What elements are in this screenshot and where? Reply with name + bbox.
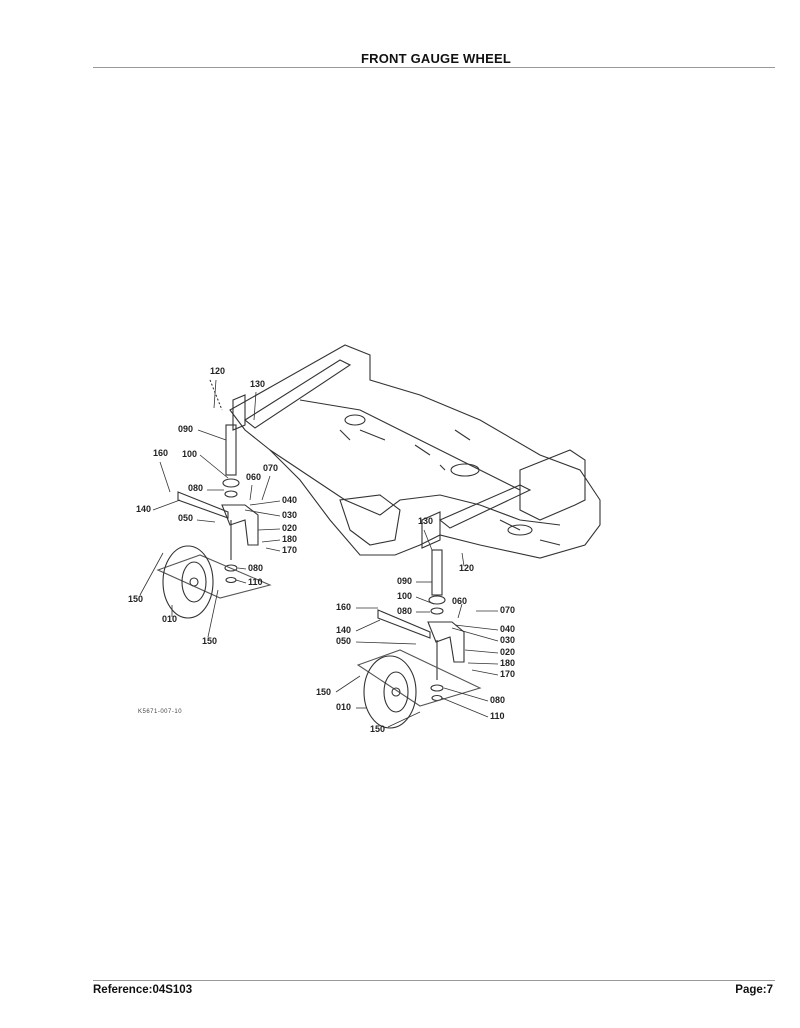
callout-170: 170: [282, 545, 298, 555]
callout-020: 020: [282, 523, 298, 533]
callout-170: 170: [500, 669, 516, 679]
callout-140: 140: [136, 504, 152, 514]
callout-050: 050: [178, 513, 194, 523]
callout-150: 150: [316, 687, 332, 697]
callout-030: 030: [500, 635, 516, 645]
left-gauge-wheel-assembly: [156, 379, 272, 619]
footer-divider: [93, 980, 775, 981]
callout-040: 040: [500, 624, 516, 634]
callout-010: 010: [336, 702, 352, 712]
callout-040: 040: [282, 495, 298, 505]
reference-number: Reference:04S103: [93, 984, 193, 996]
callout-080-lower: 080: [490, 695, 506, 705]
callout-070: 070: [263, 463, 279, 473]
callout-100: 100: [397, 591, 413, 601]
callout-110: 110: [248, 577, 263, 587]
page-number: Page:7: [735, 984, 773, 996]
leader-lines: [139, 379, 499, 728]
callout-090: 090: [397, 576, 413, 586]
callout-110: 110: [490, 711, 505, 721]
callout-140: 140: [336, 625, 352, 635]
callout-160: 160: [336, 602, 352, 612]
callout-100: 100: [182, 449, 198, 459]
header-divider: [93, 67, 775, 68]
callout-010: 010: [162, 614, 178, 624]
callout-050: 050: [336, 636, 352, 646]
callout-120: 120: [459, 563, 475, 573]
drawing-code: K5671-007-10: [138, 709, 183, 715]
callout-060: 060: [452, 596, 468, 606]
callout-130: 130: [250, 379, 266, 389]
callout-030: 030: [282, 510, 298, 520]
callout-080: 080: [397, 606, 413, 616]
callout-060: 060: [246, 472, 262, 482]
callout-120: 120: [210, 366, 226, 376]
callout-160: 160: [153, 448, 169, 458]
callout-130: 130: [418, 516, 434, 526]
callout-150-lower: 150: [370, 724, 386, 734]
right-gauge-wheel-assembly: [356, 549, 482, 729]
callout-070: 070: [500, 605, 516, 615]
callout-080-lower: 080: [248, 563, 264, 573]
callout-090: 090: [178, 424, 194, 434]
callout-180: 180: [500, 658, 516, 668]
callout-180: 180: [282, 534, 298, 544]
page-title: FRONT GAUGE WHEEL: [360, 51, 511, 66]
mower-deck: [229, 344, 601, 559]
callout-150-lower: 150: [202, 636, 218, 646]
callout-080: 080: [188, 483, 204, 493]
callout-020: 020: [500, 647, 516, 657]
callout-150: 150: [128, 594, 144, 604]
